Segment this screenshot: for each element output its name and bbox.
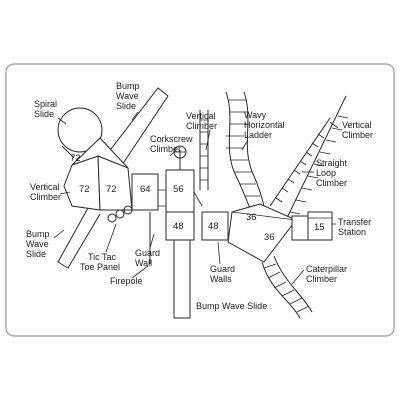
label-corkscrew-climber: Corkscrew Climber bbox=[150, 134, 195, 154]
height-diamond-bottom: 36 bbox=[264, 232, 275, 243]
corkscrew-climber-shape bbox=[173, 145, 187, 170]
height-deck-64: 64 bbox=[140, 184, 151, 195]
label-caterpillar-climber: Caterpillar Climber bbox=[306, 264, 350, 284]
vertical-climber-right-shape bbox=[285, 95, 349, 221]
label-vertical-climber-center: Vertical Climber bbox=[186, 111, 218, 131]
tic-tac-toe-panel-shape bbox=[107, 205, 133, 223]
label-bump-wave-slide-bottom: Bump Wave Slide bbox=[196, 301, 267, 311]
height-transfer: 15 bbox=[314, 222, 325, 233]
caterpillar-climber-shape bbox=[261, 255, 313, 319]
deck-48-right bbox=[201, 211, 229, 241]
deck-56 bbox=[165, 169, 195, 213]
deck-48-left bbox=[165, 211, 195, 241]
vertical-climber-center-shape bbox=[199, 110, 209, 190]
label-bump-wave-slide-top: Bump Wave Slide bbox=[116, 81, 142, 111]
guard-wall-shape bbox=[158, 189, 203, 207]
height-spiral: 72 bbox=[70, 153, 81, 164]
transfer-station-shape bbox=[291, 211, 333, 241]
bump-wave-slide-left-shape bbox=[57, 207, 101, 269]
straight-loop-climber-shape bbox=[269, 117, 331, 207]
leader-lines bbox=[53, 111, 339, 285]
label-tic-tac-toe-panel: Tic Tac Toe Panel bbox=[80, 252, 120, 272]
bump-wave-slide-bottom-shape bbox=[173, 239, 191, 319]
height-deck-56: 56 bbox=[173, 184, 184, 195]
height-diamond-top: 36 bbox=[246, 212, 257, 223]
label-firepole: Firepole bbox=[110, 276, 143, 286]
height-center-hex: 72 bbox=[106, 184, 117, 195]
label-wavy-horizontal-ladder: Wavy Horizontal Ladder bbox=[244, 110, 287, 140]
bump-wave-slide-top-shape bbox=[103, 87, 169, 169]
height-deck-48-left: 48 bbox=[173, 221, 184, 232]
height-deck-48-right: 48 bbox=[208, 221, 219, 232]
label-transfer-station: Transfer Station bbox=[338, 217, 374, 237]
height-left-hex: 72 bbox=[79, 184, 90, 195]
label-bump-wave-slide-left: Bump Wave Slide bbox=[26, 229, 52, 259]
platform-diamond bbox=[227, 203, 297, 263]
label-guard-walls: Guard Walls bbox=[210, 264, 238, 284]
label-spiral-slide: Spiral Slide bbox=[34, 99, 60, 119]
label-guard-wall: Guard Wall bbox=[135, 248, 163, 268]
wavy-horizontal-ladder-shape bbox=[225, 91, 265, 209]
label-vertical-climber-right: Vertical Climber bbox=[342, 120, 374, 140]
deck-64 bbox=[131, 173, 159, 211]
label-vertical-climber-left: Vertical Climber bbox=[30, 182, 62, 202]
diagram-frame bbox=[5, 63, 395, 337]
label-straight-loop-climber: Straight Loop Climber bbox=[316, 158, 350, 188]
